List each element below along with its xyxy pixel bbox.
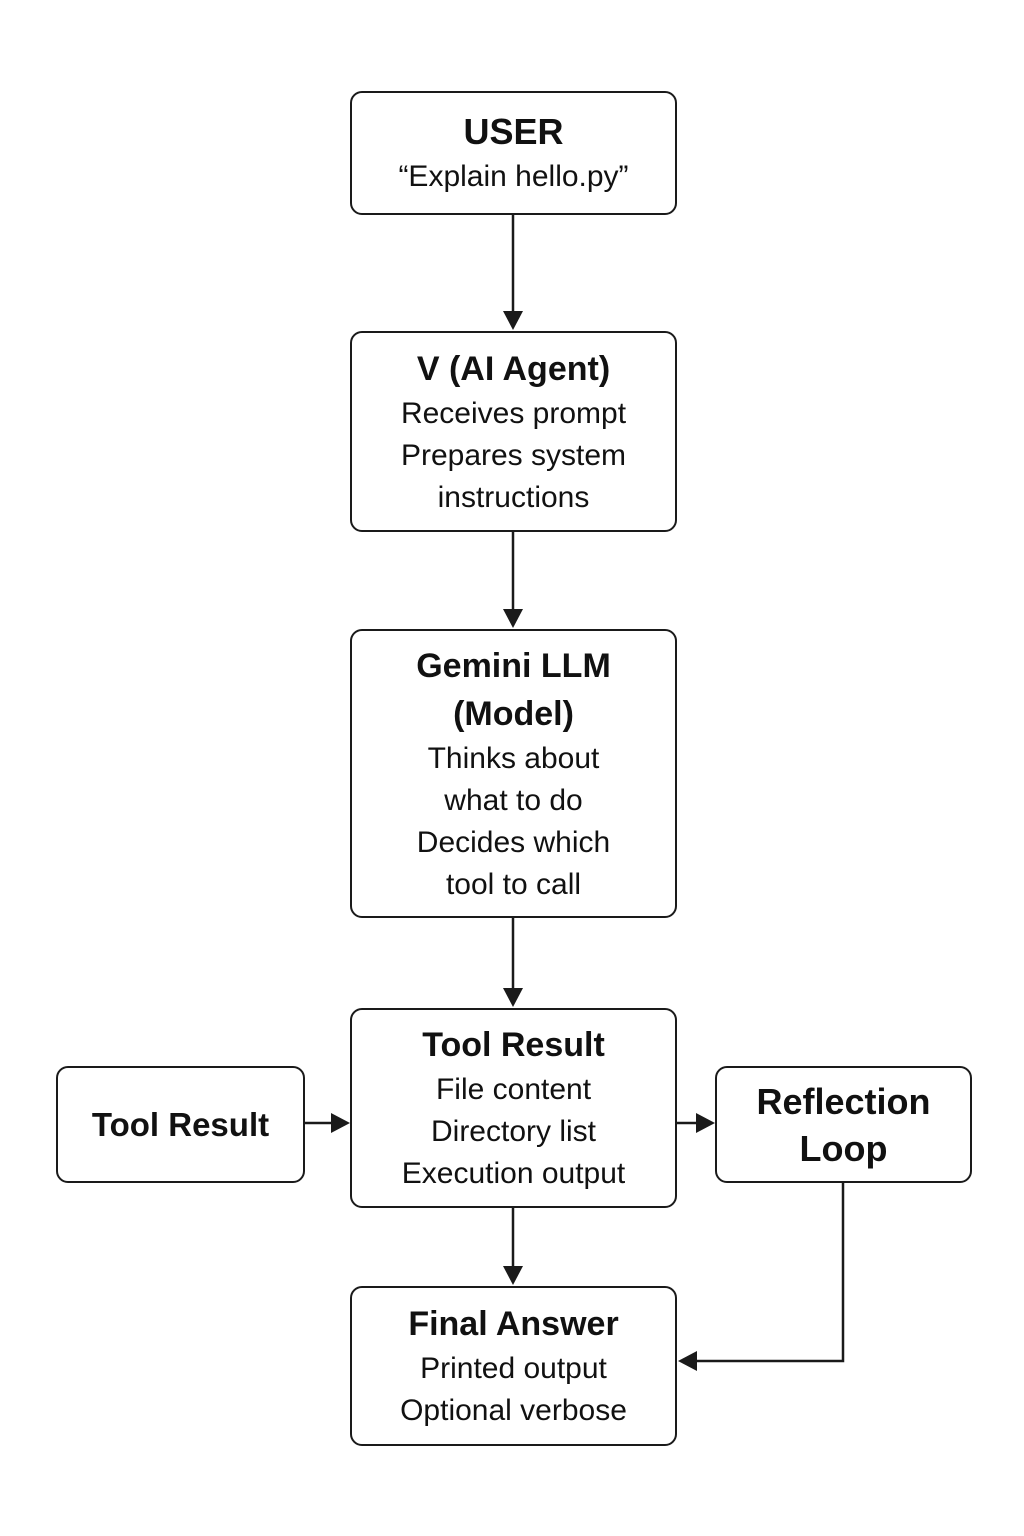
reflection-subtitle: Loop [799,1127,888,1169]
gemini-line: what to do [444,783,583,817]
tool-result-line: Execution output [401,1157,626,1190]
agent-line: instructions [437,480,590,514]
user-node: USER “Explain hello.py” [350,91,677,215]
arrowhead-tool-result-to-reflection [696,1113,715,1133]
final-answer-title: Final Answer [408,1305,619,1343]
tool-result-line: Directory list [430,1115,596,1148]
agent-line: Receives prompt [400,396,627,430]
agent-node: V (AI Agent) Receives prompt Prepares sy… [350,331,677,532]
gemini-node: Gemini LLM (Model) Thinks about what to … [350,629,677,918]
arrowhead-user-to-agent [503,311,523,330]
agent-line: Prepares system [400,438,627,472]
gemini-line: Thinks about [427,741,600,775]
tool-result-title: Tool Result [422,1026,605,1064]
arrow-reflection-to-final [696,1183,845,1363]
tool-result-side-title: Tool Result [91,1105,270,1143]
user-title: USER [463,111,564,152]
arrowhead-agent-to-gemini [503,609,523,628]
user-prompt-text: “Explain hello.py” [398,160,629,193]
reflection-loop-node: Reflection Loop [715,1066,972,1183]
reflection-title: Reflection [756,1080,931,1122]
agent-title: V (AI Agent) [416,349,611,388]
gemini-title: Gemini LLM [416,646,611,685]
arrowhead-side-to-tool-result [331,1113,350,1133]
final-answer-line: Printed output [420,1352,607,1385]
gemini-line: Decides which [416,825,611,859]
tool-result-side-node: Tool Result [56,1066,305,1183]
tool-result-line: File content [435,1073,592,1106]
arrowhead-gemini-to-tool-result [503,988,523,1007]
final-answer-node: Final Answer Printed output Optional ver… [350,1286,677,1446]
gemini-line: tool to call [445,867,582,901]
gemini-subtitle: (Model) [453,694,574,733]
tool-result-node: Tool Result File content Directory list … [350,1008,677,1208]
arrowhead-tool-result-to-final [503,1266,523,1285]
arrowhead-reflection-to-final [678,1351,697,1371]
final-answer-line: Optional verbose [400,1394,627,1427]
